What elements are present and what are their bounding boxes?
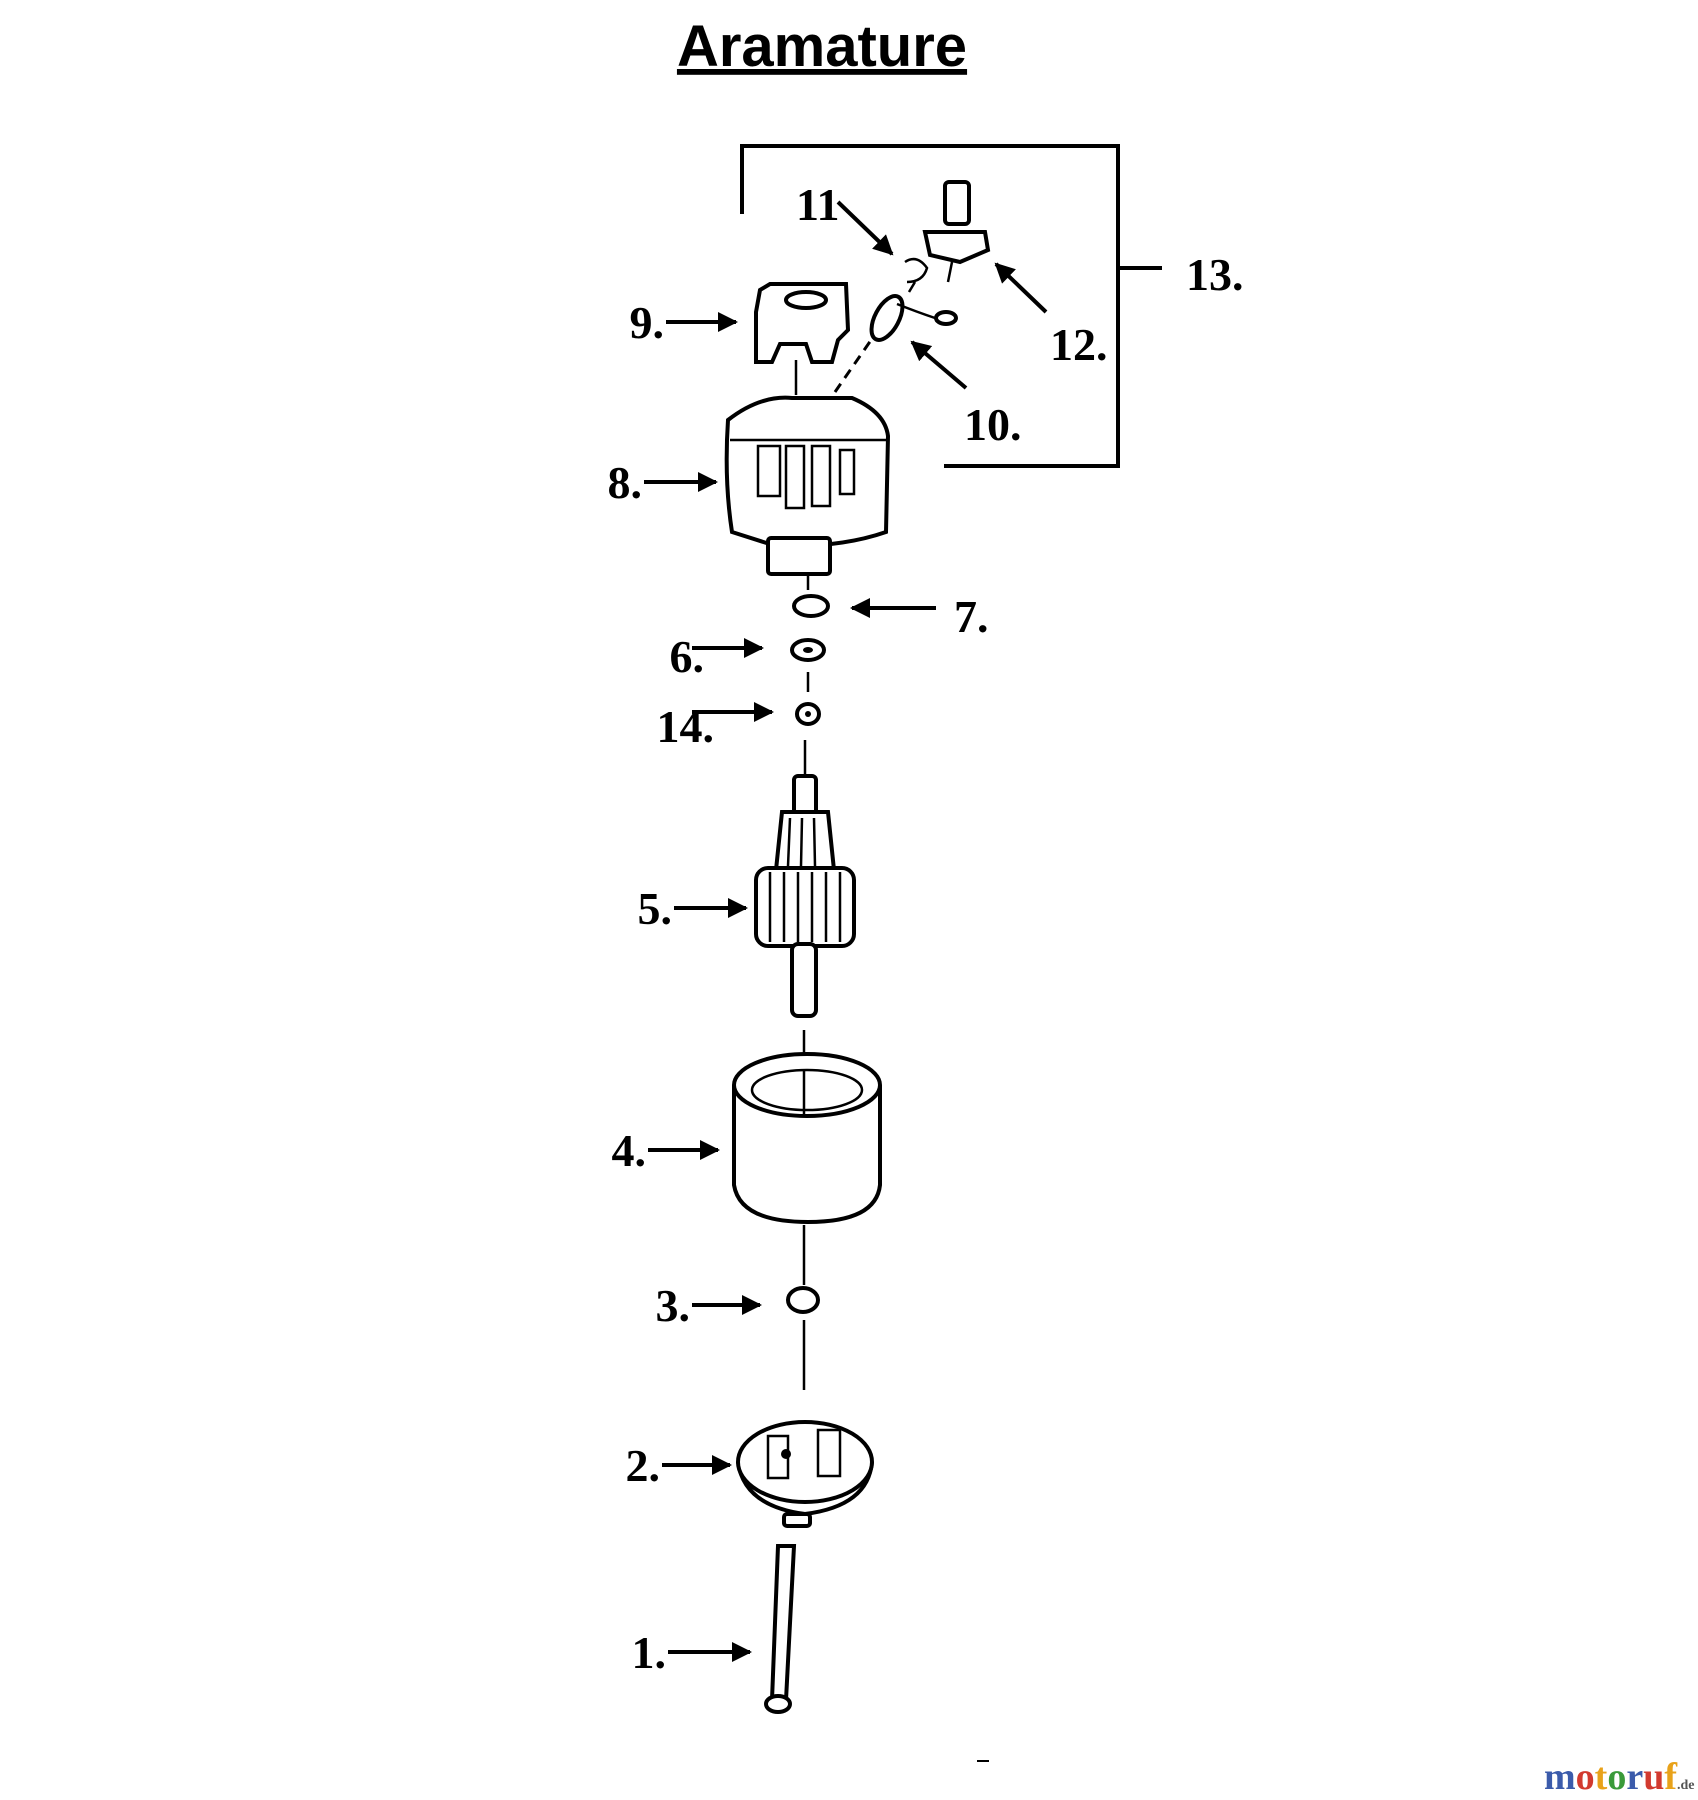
kit-bracket [740, 144, 1162, 468]
watermark-text: motoruf [1544, 1756, 1678, 1798]
watermark-letter: r [1626, 1756, 1643, 1798]
callout-8: 8. [608, 457, 643, 508]
part-1-through-bolt [764, 1544, 797, 1714]
diagram-title: Aramature [677, 14, 967, 79]
callout-5: 5. [638, 883, 673, 934]
watermark-suffix: .de [1677, 1778, 1695, 1793]
part-5-armature [754, 774, 856, 1018]
callout-12: 12. [1050, 319, 1108, 370]
watermark-logo: motoruf.de [1544, 1756, 1694, 1798]
part-11-clip [904, 257, 929, 293]
part-10-brush [869, 294, 958, 342]
part-14-washer [795, 702, 821, 726]
callout-10: 10. [964, 399, 1022, 450]
watermark-letter: t [1595, 1756, 1608, 1798]
part-4-motor-can [732, 1052, 882, 1225]
watermark-letter: o [1576, 1756, 1595, 1798]
part-12-terminal [922, 180, 991, 283]
part-6-washer [790, 638, 826, 662]
leader-arrows [644, 200, 1048, 1662]
callout-2: 2. [626, 1440, 661, 1491]
part-3-bushing [786, 1286, 820, 1314]
callout-labels: 1. 2. 3. 4. 5. 6. 7. 8. 9. 10. 11 12. 13… [608, 179, 1244, 1678]
callout-14: 14. [657, 701, 715, 752]
callout-13: 13. [1186, 249, 1244, 300]
part-2-end-cap [736, 1420, 874, 1528]
callout-11: 11 [796, 179, 839, 230]
callout-6: 6. [670, 631, 705, 682]
watermark-letter: u [1643, 1756, 1664, 1798]
watermark-letter: f [1664, 1756, 1678, 1798]
callout-7: 7. [954, 591, 989, 642]
part-7-washer [792, 594, 830, 618]
callout-4: 4. [612, 1125, 647, 1176]
callout-3: 3. [656, 1280, 691, 1331]
watermark-letter: o [1607, 1756, 1626, 1798]
part-8-housing [724, 395, 891, 576]
part-9-cap [754, 282, 851, 364]
watermark-letter: m [1544, 1756, 1576, 1798]
callout-9: 9. [630, 297, 665, 348]
callout-1: 1. [632, 1627, 667, 1678]
